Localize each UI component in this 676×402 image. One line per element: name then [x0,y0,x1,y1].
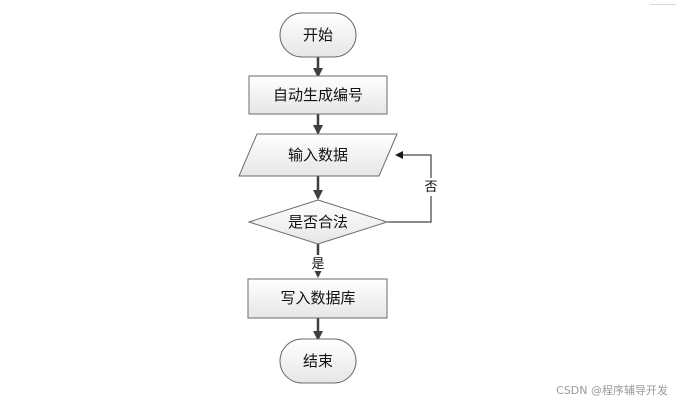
input-data-label: 输入数据 [288,146,348,164]
yes-label-bg [309,255,327,271]
start-label: 开始 [303,26,333,44]
watermark: CSDN @程序辅导开发 [556,384,668,397]
start-node: 开始 [279,12,357,58]
write-data-node: 写入数据库 [247,278,388,319]
edge-label-no: 否 [424,180,437,195]
generate-id-label: 自动生成编号 [273,86,363,104]
end-label: 结束 [303,352,333,370]
end-node: 结束 [279,338,357,384]
input-data-node: 输入数据 [238,133,398,177]
check-valid-node: 是否合法 [247,199,389,245]
write-data-label: 写入数据库 [280,289,355,307]
check-valid-label: 是否合法 [288,213,348,231]
corner-mark [650,0,676,5]
generate-id-node: 自动生成编号 [248,75,388,115]
edge-label-yes: 是 [311,257,324,272]
no-label-bg [424,178,440,196]
